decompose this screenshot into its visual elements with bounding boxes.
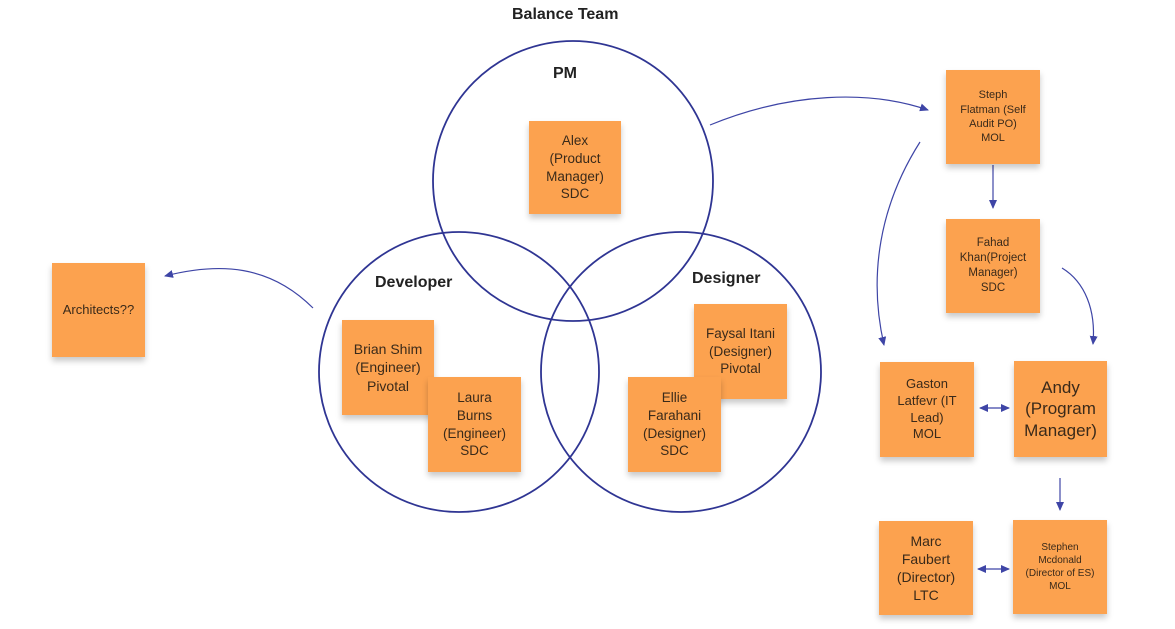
note-architects-text: Architects?? [62, 301, 135, 317]
arrow-to-steph [709, 96, 929, 126]
note-fahad[interactable]: Fahad Khan(Project Manager) SDC [946, 219, 1040, 313]
note-alex-text: Alex (Product Manager) SDC [546, 133, 604, 202]
note-marc-text: Marc Faubert (Director) LTC [896, 532, 956, 604]
note-fahad-text: Fahad Khan(Project Manager) SDC [959, 237, 1027, 294]
note-marc[interactable]: Marc Faubert (Director) LTC [879, 521, 973, 615]
note-architects[interactable]: Architects?? [52, 263, 145, 357]
arrow-fahad-to-andy [1061, 267, 1098, 345]
note-ellie[interactable]: Ellie Farahani (Designer) SDC [628, 377, 721, 472]
designer-label: Designer [692, 270, 761, 287]
note-laura-text: Laura Burns (Engineer) SDC [442, 390, 507, 459]
note-steph-text: Steph Flatman (Self Audit PO) MOL [960, 89, 1026, 145]
developer-circle [318, 231, 600, 513]
pm-circle [432, 40, 714, 322]
arrow-steph-to-gaston [876, 141, 921, 346]
note-brian-text: Brian Shim (Engineer) Pivotal [353, 341, 423, 394]
note-gaston-text: Gaston Latfevr (IT Lead) MOL [897, 375, 957, 442]
pm-label: PM [553, 65, 577, 82]
note-stephen[interactable]: Stephen Mcdonald (Director of ES) MOL [1013, 520, 1107, 614]
note-ellie-text: Ellie Farahani (Designer) SDC [642, 390, 707, 459]
developer-label: Developer [375, 274, 453, 291]
note-steph[interactable]: Steph Flatman (Self Audit PO) MOL [946, 70, 1040, 164]
diagram-title: Balance Team [512, 6, 619, 23]
note-alex[interactable]: Alex (Product Manager) SDC [529, 121, 621, 214]
note-gaston[interactable]: Gaston Latfevr (IT Lead) MOL [880, 362, 974, 457]
designer-circle [540, 231, 822, 513]
note-stephen-text: Stephen Mcdonald (Director of ES) MOL [1025, 542, 1095, 592]
arrow-to-architects [164, 267, 314, 309]
note-brian[interactable]: Brian Shim (Engineer) Pivotal [342, 320, 434, 415]
note-andy-text: Andy (Program Manager) [1024, 378, 1097, 440]
note-laura[interactable]: Laura Burns (Engineer) SDC [428, 377, 521, 472]
note-faysal-text: Faysal Itani (Designer) Pivotal [705, 326, 776, 377]
note-andy[interactable]: Andy (Program Manager) [1014, 361, 1107, 457]
